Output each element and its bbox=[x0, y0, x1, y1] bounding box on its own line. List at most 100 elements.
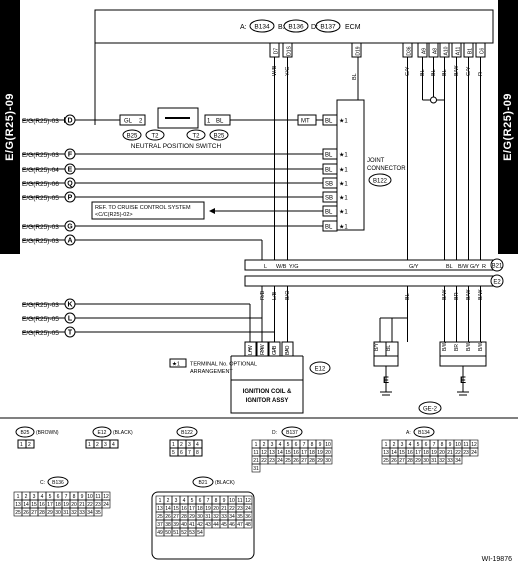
grid-b21-pin-number: 1 bbox=[159, 498, 162, 504]
grid-b21-pin-number: 47 bbox=[237, 522, 243, 528]
grid-b21-pin-number: 26 bbox=[165, 514, 171, 520]
svg-text:BL: BL bbox=[325, 119, 333, 125]
neutral-switch-label: NEUTRAL POSITION SWITCH bbox=[131, 143, 222, 150]
grid-b21-pin-number: 32 bbox=[213, 514, 219, 520]
svg-text:B137: B137 bbox=[286, 430, 298, 436]
svg-text:C6: C6 bbox=[480, 48, 486, 55]
grid-b21-pin-number: 9 bbox=[223, 498, 226, 504]
grid-b136-pin-number: 9 bbox=[81, 494, 84, 500]
svg-text:B/W: B/W bbox=[478, 341, 484, 351]
grid-b21-pin-number: 33 bbox=[221, 514, 227, 520]
grid-b136-pin-number: 20 bbox=[71, 502, 77, 508]
joint-connector-conn: B122 bbox=[373, 179, 388, 185]
svg-text:2: 2 bbox=[260, 348, 263, 354]
svg-text:★1: ★1 bbox=[339, 118, 348, 125]
grid-b137-pin-number: 13 bbox=[269, 450, 275, 456]
grid-b21-pin-number: 30 bbox=[197, 514, 203, 520]
svg-text:REF. TO CRUISE CONTROL SYSTEM: REF. TO CRUISE CONTROL SYSTEM bbox=[95, 205, 191, 211]
ignition-conn-oval bbox=[309, 361, 331, 375]
ref-label-7: E/G(R25)-03 bbox=[22, 238, 59, 245]
grid-b21-pin-number: 53 bbox=[189, 530, 195, 536]
grid-b137-pin-number: 8 bbox=[311, 442, 314, 448]
ref-letter-l: L bbox=[68, 316, 73, 323]
ref-letter-a: A bbox=[67, 238, 72, 245]
grid-b137-pin-number: 10 bbox=[325, 442, 331, 448]
grid-b137-pin-number: 24 bbox=[277, 458, 283, 464]
grid-b21-pin-number: 8 bbox=[215, 498, 218, 504]
svg-text:B134: B134 bbox=[418, 430, 430, 436]
ref-letter-k: K bbox=[67, 302, 72, 309]
svg-text:R: R bbox=[478, 72, 484, 76]
grid-b136-pin-number: 5 bbox=[49, 494, 52, 500]
svg-text:R/W: R/W bbox=[260, 344, 266, 356]
neutral-position-switch: GL 2 1 BL B25 T2 T2 B25 NEUTRAL POSITION… bbox=[75, 107, 298, 150]
ref-label-8: E/G(R25)-03 bbox=[22, 302, 59, 309]
joint-connector-label-1: JOINT bbox=[367, 158, 385, 164]
grid-b136-pin-number: 21 bbox=[79, 502, 85, 508]
svg-text:W/B: W/B bbox=[276, 264, 287, 270]
grid-b21-pin-number: 44 bbox=[213, 522, 219, 528]
grid-b21-pin-number: 40 bbox=[181, 522, 187, 528]
ref-label-3: E/G(R25)-04 bbox=[22, 167, 59, 174]
svg-text:B21: B21 bbox=[199, 480, 208, 486]
grid-b137-pin-number: 5 bbox=[287, 442, 290, 448]
grid-b136-pin-number: 31 bbox=[63, 510, 69, 516]
ref-label-1: E/G(R25)-03 bbox=[22, 118, 59, 125]
svg-text:B/W: B/W bbox=[458, 264, 469, 270]
grid-b21-pin-number: 35 bbox=[237, 514, 243, 520]
grid-b134-pin-number: 25 bbox=[383, 458, 389, 464]
joint-connector-label-2: CONNECTOR bbox=[367, 166, 406, 172]
svg-text:8: 8 bbox=[196, 450, 199, 456]
svg-text:★1: ★1 bbox=[339, 195, 348, 202]
svg-text:SB: SB bbox=[325, 182, 333, 188]
svg-text:G/Y: G/Y bbox=[405, 66, 411, 76]
svg-text:4: 4 bbox=[196, 442, 199, 448]
grid-b134-pin-number: 24 bbox=[471, 450, 477, 456]
grid-b137-pin-number: 7 bbox=[303, 442, 306, 448]
grid-b137-pin-number: 1 bbox=[255, 442, 258, 448]
grid-b136-pin-number: 23 bbox=[95, 502, 101, 508]
grid-b21-pin-number: 17 bbox=[189, 506, 195, 512]
svg-text:★1: ★1 bbox=[339, 181, 348, 188]
grid-b134-pin-number: 1 bbox=[385, 442, 388, 448]
svg-text:T2: T2 bbox=[151, 134, 159, 140]
svg-text:★1: ★1 bbox=[339, 209, 348, 216]
svg-text:B/O: B/O bbox=[285, 345, 291, 355]
svg-text:BL: BL bbox=[325, 210, 333, 216]
grid-b136-pin-number: 2 bbox=[25, 494, 28, 500]
ground-conn-oval bbox=[418, 401, 442, 415]
svg-text:BL: BL bbox=[352, 73, 358, 80]
grid-b137-pin-number: 20 bbox=[325, 450, 331, 456]
grid-b21-pin-number: 49 bbox=[157, 530, 163, 536]
ref-label-4: E/G(R25)-06 bbox=[22, 181, 59, 188]
grid-b137-pin-number: 6 bbox=[295, 442, 298, 448]
grid-b134-pin-number: 16 bbox=[407, 450, 413, 456]
svg-text:1: 1 bbox=[88, 442, 91, 448]
harness-bar-e2 bbox=[244, 275, 494, 287]
grid-b134-pin-number: 8 bbox=[441, 442, 444, 448]
grid-b136-pin-number: 13 bbox=[15, 502, 21, 508]
svg-text:7: 7 bbox=[188, 450, 191, 456]
grid-b136-pin-number: 28 bbox=[39, 510, 45, 516]
svg-text:4: 4 bbox=[285, 348, 288, 354]
svg-text:B/W: B/W bbox=[466, 289, 472, 300]
ecm-header-b-conn: B136 bbox=[288, 24, 304, 31]
svg-text:A8: A8 bbox=[433, 48, 439, 54]
svg-text:T2: T2 bbox=[192, 134, 200, 140]
grid-b134-pin-number: 11 bbox=[463, 442, 468, 448]
grid-b21-pin-number: 42 bbox=[197, 522, 203, 528]
grid-b134-pin-number: 2 bbox=[393, 442, 396, 448]
svg-text:R: R bbox=[482, 264, 486, 270]
svg-text:B25: B25 bbox=[21, 430, 30, 436]
grid-b21-pin-number: 5 bbox=[191, 498, 194, 504]
grid-b134-pin-number: 28 bbox=[407, 458, 413, 464]
svg-text:Y/G: Y/G bbox=[285, 67, 291, 76]
ref-label-6: E/G(R25)-03 bbox=[22, 224, 59, 231]
grid-b134-pin-number: 23 bbox=[463, 450, 469, 456]
svg-text:BL: BL bbox=[405, 293, 411, 300]
ecm-header-d-oval bbox=[315, 19, 341, 33]
svg-text:(BROWN): (BROWN) bbox=[36, 430, 59, 436]
grid-b21-pin-number: 43 bbox=[205, 522, 211, 528]
svg-text:★1: ★1 bbox=[339, 224, 348, 231]
grid-b134-pin-number: 21 bbox=[447, 450, 453, 456]
